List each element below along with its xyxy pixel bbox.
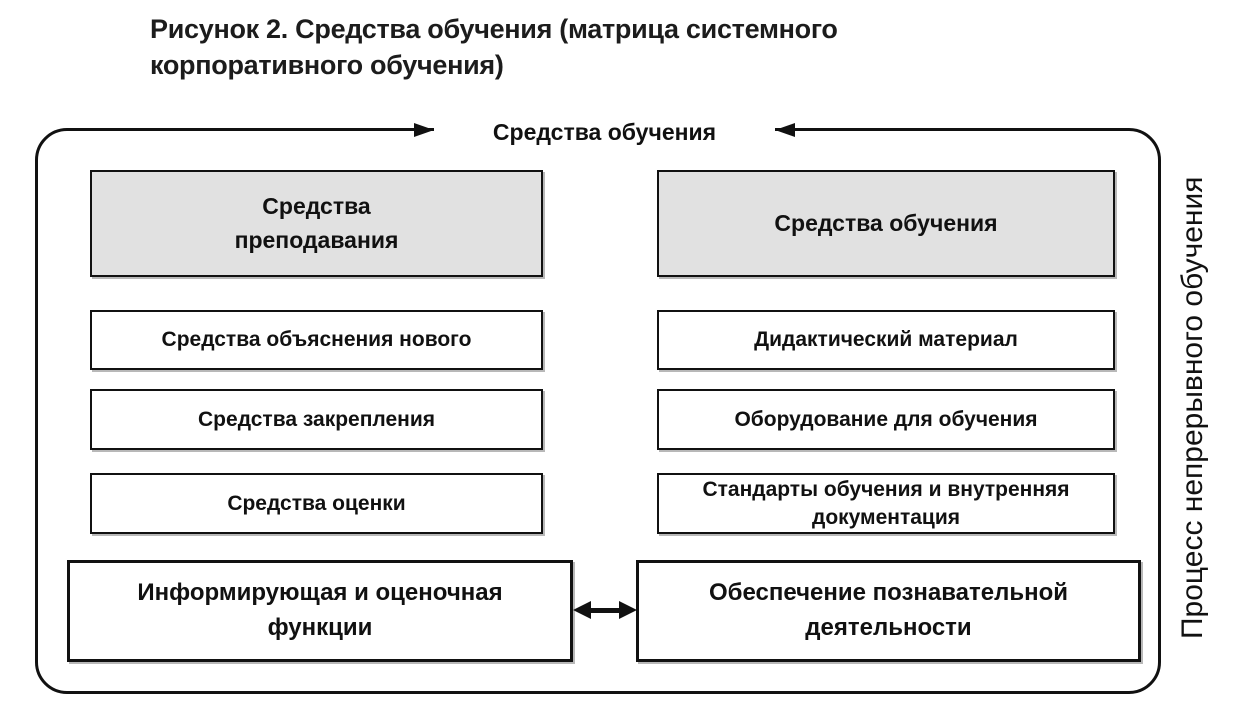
arrow-right-icon — [414, 123, 434, 137]
side-label-vertical: Процесс непрерывного обучения — [1176, 176, 1209, 640]
learning-item-box-1: Дидактический материал — [657, 310, 1115, 370]
double-arrow-left-icon — [573, 601, 591, 619]
teaching-tools-header-box: Средства преподавания — [90, 170, 543, 277]
teaching-item-box-2: Средства закрепления — [90, 389, 543, 450]
top-label: Средства обучения — [434, 113, 775, 151]
teaching-functions-box: Информирующая и оценочная функции — [67, 560, 573, 662]
learning-support-box: Обеспечение познавательной деятельности — [636, 560, 1141, 662]
teaching-item-box-3: Средства оценки — [90, 473, 543, 534]
double-arrow-right-icon — [619, 601, 637, 619]
teaching-item-box-1: Средства объяснения нового — [90, 310, 543, 370]
figure-caption: Рисунок 2. Средства обучения (матрица си… — [150, 14, 838, 80]
learning-tools-header-box: Средства обучения — [657, 170, 1115, 277]
arrow-left-icon — [775, 123, 795, 137]
learning-item-box-3: Стандарты обучения и внутренняя документ… — [657, 473, 1115, 534]
double-arrow-shaft — [587, 608, 623, 613]
learning-item-box-2: Оборудование для обучения — [657, 389, 1115, 450]
